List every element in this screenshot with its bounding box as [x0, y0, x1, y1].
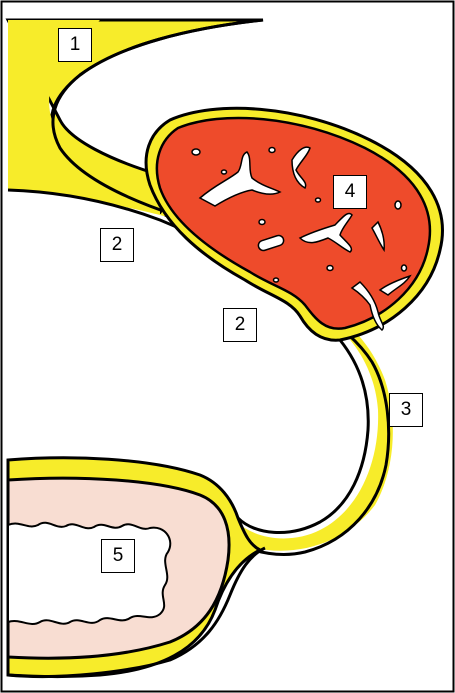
label-3: 3	[389, 393, 423, 427]
intestine-lumen	[8, 523, 170, 624]
label-4: 4	[333, 175, 367, 209]
label-2-upper: 2	[100, 228, 134, 262]
label-2-lower: 2	[223, 308, 257, 342]
label-5: 5	[101, 539, 135, 573]
mesentery-outline-outer	[240, 308, 389, 554]
label-1: 1	[58, 28, 92, 62]
